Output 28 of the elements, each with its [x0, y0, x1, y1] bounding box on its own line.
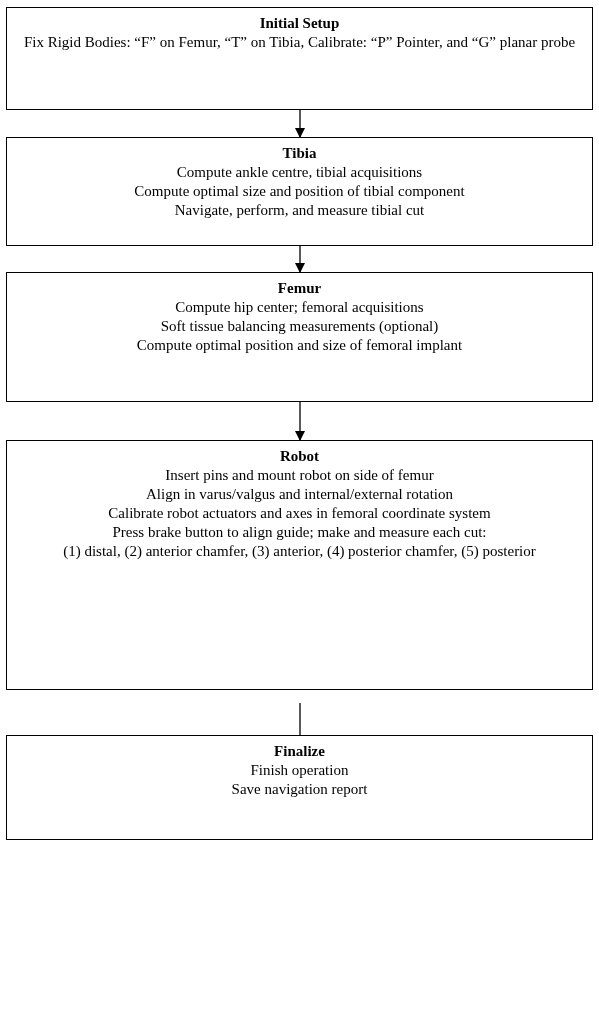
box-text: Align in varus/valgus and internal/external rotation — [146, 485, 453, 504]
arrow — [295, 245, 305, 273]
box-heading: Finalize — [274, 742, 325, 761]
box-heading: Robot — [279, 447, 320, 466]
box-text: Soft tissue balancing measurements (optional) — [160, 317, 439, 336]
box-text: (1) distal, (2) anterior chamfer, (3) anterior, (4) posterior chamfer, (5) posterior — [63, 542, 536, 561]
process-box — [6, 272, 593, 402]
box-heading: Initial Setup — [259, 14, 340, 33]
box-heading: Femur — [277, 279, 322, 298]
box-text: Compute optimal size and position of tibial component — [134, 182, 465, 201]
box-heading: Tibia — [282, 144, 317, 163]
arrow — [295, 109, 305, 138]
box-text: Finish operation — [250, 761, 349, 780]
box-text: Insert pins and mount robot on side of femur — [165, 466, 434, 485]
box-text: Press brake button to align guide; make and measure each cut: — [112, 523, 487, 542]
process-box — [6, 7, 593, 110]
process-box — [6, 440, 593, 690]
box-text: Save navigation report — [231, 780, 368, 799]
process-box — [6, 137, 593, 246]
process-box — [6, 735, 593, 840]
box-text: Navigate, perform, and measure tibial cut — [174, 201, 425, 220]
box-text: Compute hip center; femoral acquisitions — [175, 298, 424, 317]
arrow — [295, 401, 305, 441]
box-text: Fix Rigid Bodies: “F” on Femur, “T” on Tibia, Calibrate: “P” Pointer, and “G” planar probe — [23, 33, 576, 52]
connector-line — [299, 702, 301, 736]
box-text: Calibrate robot actuators and axes in femoral coordinate system — [108, 504, 491, 523]
box-text: Compute ankle centre, tibial acquisitions — [176, 163, 423, 182]
box-text: Compute optimal position and size of femoral implant — [136, 336, 463, 355]
